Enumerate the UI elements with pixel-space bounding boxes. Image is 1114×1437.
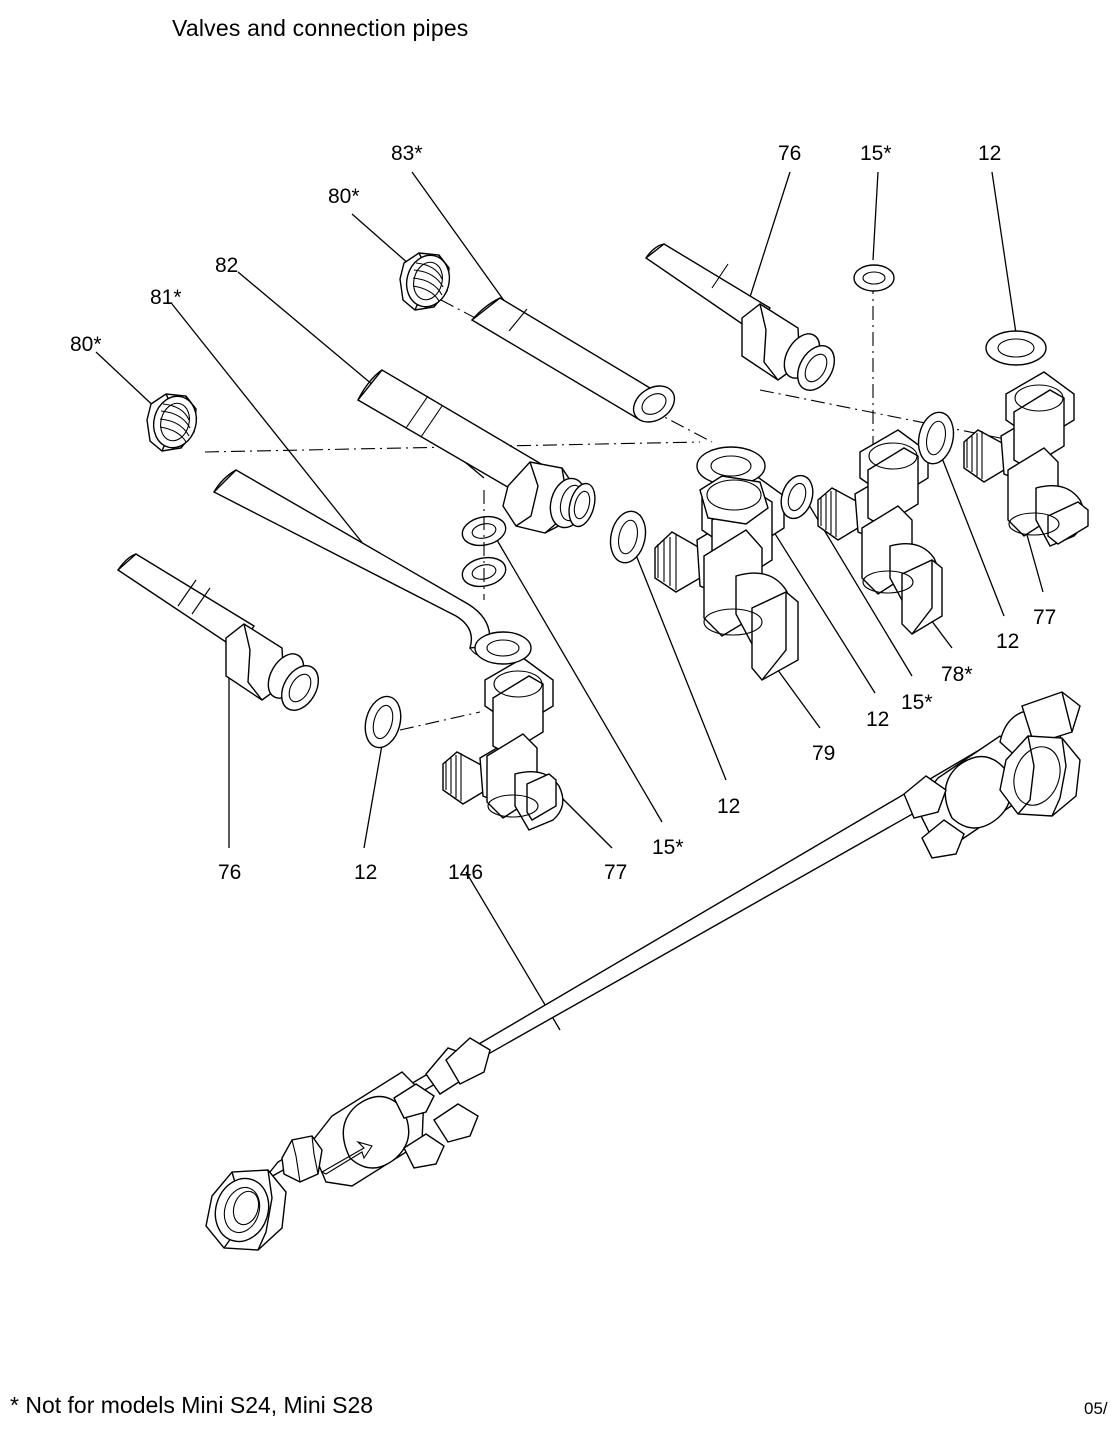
washer-15-star-b	[776, 471, 818, 522]
washer-15-star-top	[854, 265, 894, 291]
washer-12-right	[914, 409, 958, 467]
callout-76-top: 76	[778, 142, 802, 165]
gas-pipe-146	[206, 692, 1080, 1250]
callout-76-bottom: 76	[218, 861, 242, 884]
callout-82: 82	[215, 254, 239, 277]
valve-assembly-bottom	[443, 632, 563, 830]
callout-12-bottom: 12	[354, 861, 378, 884]
washer-12-mid	[606, 508, 650, 566]
callout-79: 79	[812, 742, 836, 765]
nut-80-star-mid	[400, 250, 455, 311]
nut-80-star-left	[147, 391, 202, 452]
callout-15-star-top: 15*	[860, 142, 892, 165]
callout-15-star-mid: 15*	[901, 691, 933, 714]
leader-lines	[96, 172, 1043, 1030]
valve-assembly-center-right	[818, 430, 942, 634]
callout-78-star: 78*	[941, 663, 973, 686]
callout-12-mid: 12	[866, 708, 890, 731]
valve-assembly-center-left	[655, 447, 798, 680]
callout-80-star-mid: 80*	[328, 185, 360, 208]
hex-nut-mid-82	[503, 462, 599, 533]
pipe-76-bottom	[118, 554, 326, 717]
callout-15-star-low: 15*	[652, 836, 684, 859]
callout-12-top: 12	[978, 142, 1002, 165]
footnote-text: * Not for models Mini S24, Mini S28	[10, 1392, 374, 1418]
page-title: Valves and connection pipes	[172, 15, 469, 41]
callout-12-right: 12	[996, 630, 1020, 653]
page-code: 05/	[1084, 1399, 1108, 1418]
callout-12-lower: 12	[717, 795, 741, 818]
callout-77-right: 77	[1033, 606, 1057, 629]
callout-77-bottom: 77	[604, 861, 628, 884]
washer-12-bottom	[360, 692, 406, 751]
callout-146: 146	[448, 861, 484, 884]
callout-83-star-top: 83*	[391, 142, 423, 165]
callout-80-star-left: 80*	[70, 333, 102, 356]
washer-pair-left	[460, 490, 509, 600]
pipe-76-top	[646, 244, 842, 397]
washer-15-star-a	[627, 379, 681, 430]
valve-assembly-right	[964, 331, 1088, 546]
pipe-81-star	[214, 470, 490, 656]
callout-81-star: 81*	[150, 286, 182, 309]
